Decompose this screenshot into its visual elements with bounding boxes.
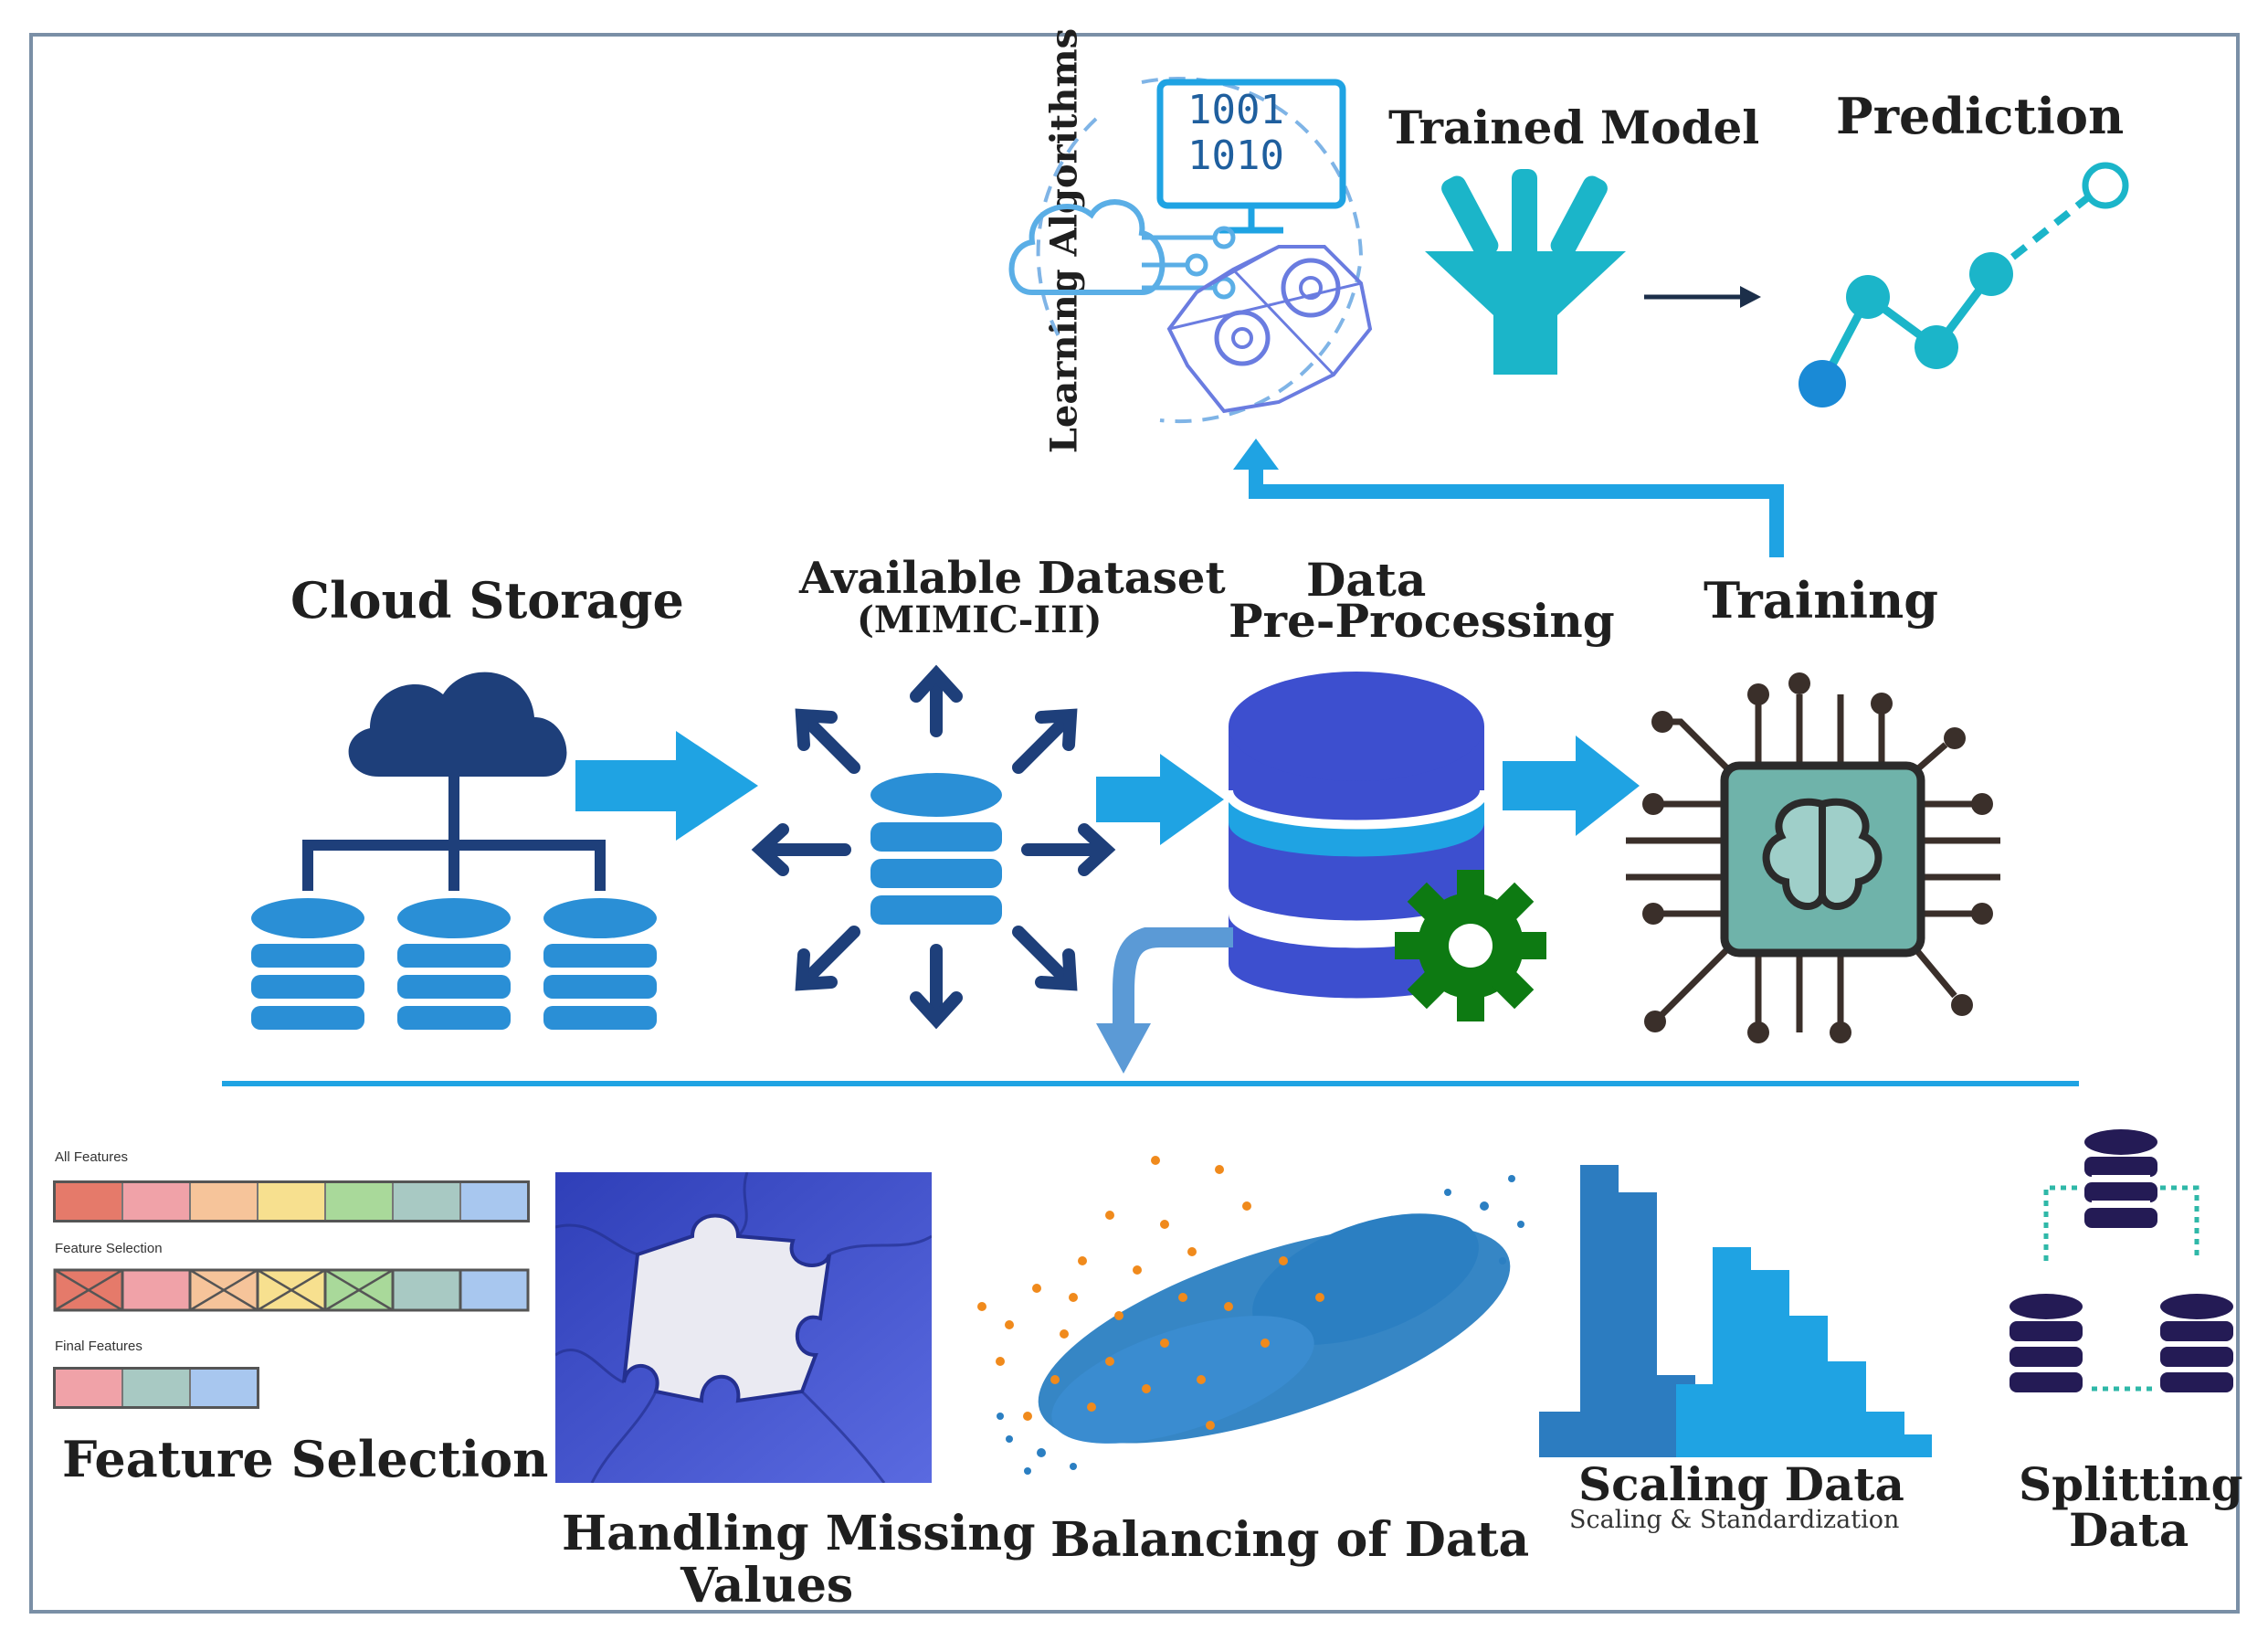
splitting-label-1: Splitting — [2019, 1457, 2243, 1511]
cloud-to-dataset-arrow — [575, 731, 758, 841]
balancing-scatter-icon — [977, 1156, 1524, 1475]
all-features-caption: All Features — [55, 1149, 129, 1165]
scaling-label: Scaling Data — [1578, 1457, 1904, 1511]
binary-bottom: 1010 — [1187, 132, 1284, 179]
feature-selection-bar — [53, 1268, 530, 1312]
splitting-data-icon — [2010, 1129, 2233, 1392]
cloud-storage-label: Cloud Storage — [290, 571, 684, 630]
preprocessing-to-training-arrow — [1503, 736, 1640, 836]
feature-selection-caption: Feature Selection — [55, 1241, 163, 1256]
diagram-frame — [29, 33, 2240, 1614]
prediction-icon — [1799, 162, 2129, 407]
final-features-bar — [53, 1367, 259, 1409]
preprocessing-label: Pre-Processing — [1229, 594, 1615, 648]
separator-line — [222, 1081, 2079, 1086]
available-dataset-label: Available Dataset — [799, 553, 1226, 604]
learning-algorithms-icon — [1008, 77, 1373, 424]
cloud-storage-icon — [251, 672, 657, 1030]
available-dataset-icon — [751, 664, 1116, 1030]
training-feedback-arrow — [1233, 439, 1784, 557]
binary-top: 1001 — [1187, 87, 1284, 133]
scaling-histogram-icon — [1539, 1165, 1932, 1457]
trained-model-label: Trained Model — [1388, 101, 1760, 154]
preprocessing-down-arrow — [1096, 927, 1233, 1074]
feature-selection-label: Feature Selection — [62, 1430, 549, 1488]
final-features-caption: Final Features — [55, 1339, 142, 1354]
handling-missing-label-2: Values — [680, 1558, 854, 1614]
trained-model-icon — [1425, 169, 1626, 375]
mimic-label: (MIMIC-III) — [857, 598, 1102, 641]
training-chip-icon — [1626, 672, 2000, 1043]
gear-icon — [1395, 870, 1546, 1021]
model-to-prediction-arrow — [1644, 286, 1761, 308]
handling-missing-label-1: Handling Missing — [562, 1506, 1036, 1561]
scaling-sub-label: Scaling & Standardization — [1569, 1506, 1900, 1534]
dataset-to-preprocessing-arrow — [1096, 754, 1224, 845]
splitting-label-2: Data — [2069, 1503, 2189, 1557]
prediction-label: Prediction — [1836, 87, 2125, 145]
training-label: Training — [1704, 571, 1939, 630]
balancing-label: Balancing of Data — [1050, 1512, 1530, 1568]
data-label: Data — [1306, 553, 1427, 607]
puzzle-image — [555, 1172, 932, 1483]
all-features-bar — [53, 1180, 530, 1222]
